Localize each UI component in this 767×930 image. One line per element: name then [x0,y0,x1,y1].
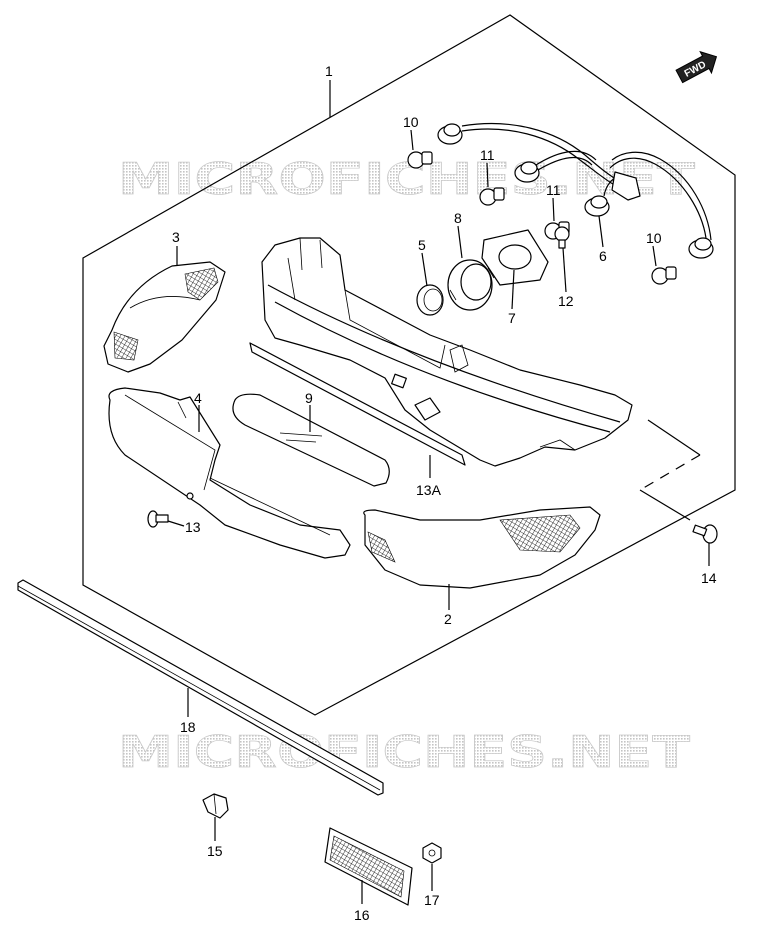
bulb-10-right [651,266,677,285]
callout-12: 12 [558,293,574,309]
socket-2 [514,161,540,183]
callout-10-right: 10 [646,230,662,246]
reflector-16 [324,827,413,906]
callout-14: 14 [701,570,717,586]
callout-9: 9 [305,390,313,406]
callout-7: 7 [508,310,516,326]
callout-2: 2 [444,611,452,627]
lens-2 [363,506,601,589]
assembly-frame [82,14,736,716]
watermark-top: MICROFICHES.NET [118,154,695,205]
callout-16: 16 [354,907,370,923]
callout-10-left: 10 [403,114,419,130]
wiring-harness [461,123,712,241]
bulb-11-left [479,187,505,206]
watermark-bottom: MICROFICHES.NET [118,727,690,778]
screw-13 [147,510,169,528]
bulb-10-left [407,151,433,169]
ring-8 [447,259,495,311]
gasket-7 [481,229,549,286]
lens-4 [108,387,351,559]
callout-15: 15 [207,843,223,859]
callout-17: 17 [424,892,440,908]
callout-8: 8 [454,210,462,226]
callout-4: 4 [194,390,202,406]
callout-11-left: 11 [480,147,495,163]
callout-18: 18 [180,719,196,735]
lens-3 [103,261,226,373]
nut-17 [422,842,442,864]
callout-11-right: 11 [546,182,561,198]
callout-13: 13 [185,519,201,535]
socket-4 [688,237,714,259]
screw-14 [692,524,718,544]
socket-1 [437,123,463,145]
callout-5: 5 [418,237,426,253]
strip-18 [17,579,384,796]
forward-arrow-icon: FWD [675,50,718,84]
callout-3: 3 [172,229,180,245]
strip-13A [249,342,466,466]
lens-9 [232,393,390,487]
callout-13A: 13A [416,482,442,498]
bulb-15 [202,793,229,819]
callout-leaders [167,80,710,904]
callout-1: 1 [325,63,333,79]
socket-3 [584,195,610,217]
callout-6: 6 [599,248,607,264]
housing [261,237,633,467]
screw-12 [554,226,570,249]
fwd-label: FWD [683,59,708,79]
ring-5 [416,284,444,316]
